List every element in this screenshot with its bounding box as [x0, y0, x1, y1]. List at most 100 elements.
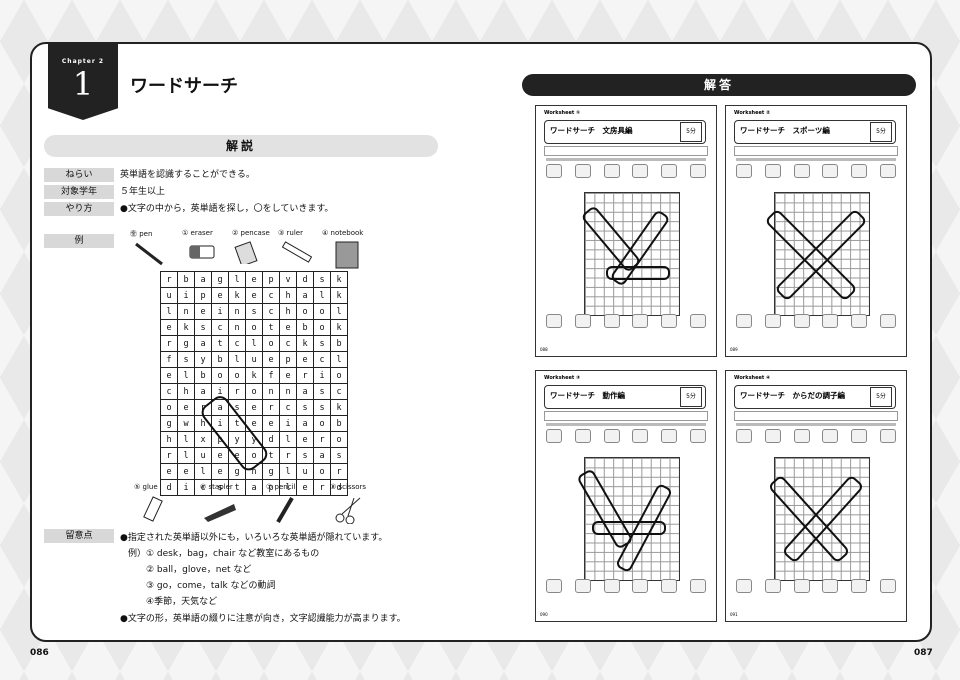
item-eraser: ① eraser: [182, 229, 222, 264]
pencase-icon: [234, 241, 258, 264]
grid-cell: e: [245, 399, 263, 416]
grid-cell: s: [330, 447, 348, 464]
glue-icon: [143, 496, 163, 522]
note-line: ③ go，come，talk などの動詞: [146, 581, 276, 591]
worksheet-minutes: 5分: [680, 387, 702, 407]
page-title: ワードサーチ: [130, 76, 238, 97]
worksheet-instruction: [736, 423, 896, 426]
grid-cell: l: [279, 463, 297, 480]
grid-cell: g: [262, 463, 280, 480]
grid-cell: b: [330, 335, 348, 352]
grid-cell: c: [279, 399, 297, 416]
worksheet-fields: [734, 146, 898, 156]
grid-cell: l: [245, 335, 263, 352]
worksheet-grid: [774, 457, 870, 581]
explain-heading: 解説: [44, 135, 438, 157]
eraser-icon: [189, 245, 215, 259]
grid-cell: u: [245, 351, 263, 368]
grid-cell: g: [211, 271, 229, 288]
grid-cell: v: [279, 271, 297, 288]
grid-cell: a: [245, 479, 263, 496]
note-line: ④季節，天気など: [146, 597, 218, 607]
worksheet-page-number: 090: [540, 612, 548, 617]
grid-cell: o: [330, 367, 348, 384]
stapler-icon: [204, 504, 236, 522]
grid-cell: d: [160, 479, 178, 496]
grid-cell: l: [194, 463, 212, 480]
grid-cell: l: [279, 479, 297, 496]
grid-cell: r: [313, 431, 331, 448]
grid-cell: c: [160, 383, 178, 400]
grid-cell: k: [330, 271, 348, 288]
grid-cell: r: [160, 271, 178, 288]
pen-icon: [135, 242, 163, 266]
grid-cell: e: [160, 463, 178, 480]
chapter-label: Chapter 2: [61, 58, 105, 65]
page-number-right: 087: [914, 648, 933, 658]
grid-cell: n: [262, 383, 280, 400]
grid-cell: h: [160, 431, 178, 448]
grid-cell: k: [245, 367, 263, 384]
grid-cell: p: [279, 351, 297, 368]
worksheet-tag: Worksheet ②: [734, 110, 771, 116]
grid-cell: e: [296, 351, 314, 368]
worksheet-tag: Worksheet ①: [544, 110, 581, 116]
item-mark: ⑥: [200, 483, 207, 491]
grid-cell: r: [228, 383, 246, 400]
grid-cell: f: [160, 351, 178, 368]
grid-cell: a: [194, 383, 212, 400]
grid-cell: n: [228, 303, 246, 320]
worksheet-thumbnail[interactable]: Worksheet ② ワードサーチ スポーツ編 5分 089: [725, 105, 907, 357]
grid-cell: r: [296, 367, 314, 384]
item-mark: ③: [278, 229, 285, 237]
grid-cell: a: [296, 287, 314, 304]
grid-cell: l: [330, 351, 348, 368]
item-pencase: ② pencase: [232, 229, 272, 264]
worksheet-thumbnail[interactable]: Worksheet ④ ワードサーチ からだの調子編 5分 091: [725, 370, 907, 622]
grid-cell: l: [228, 351, 246, 368]
grid-cell: s: [313, 335, 331, 352]
grid-cell: e: [211, 287, 229, 304]
notes-label: 留意点: [44, 529, 114, 543]
answer-heading: 解答: [522, 74, 916, 96]
grid-cell: n: [279, 383, 297, 400]
grid-cell: w: [177, 415, 195, 432]
note-line: ●文字の形，英単語の綴りに注意が向き，文字認識能力が高まります。: [120, 614, 406, 624]
grid-cell: e: [177, 463, 195, 480]
worksheet-icons-top: [736, 164, 896, 180]
grid-cell: k: [330, 399, 348, 416]
worksheet-fields: [544, 146, 708, 156]
worksheet-icons-bottom: [546, 314, 706, 330]
row-text-method: ●文字の中から，英単語を探し，〇をしていきます。: [120, 204, 334, 214]
grid-cell: s: [313, 399, 331, 416]
worksheet-title: ワードサーチ からだの調子編: [740, 391, 845, 400]
chapter-number: 1: [72, 65, 94, 103]
worksheet-fields: [544, 411, 708, 421]
grid-cell: e: [262, 415, 280, 432]
grid-cell: b: [177, 271, 195, 288]
ruler-icon: [281, 241, 313, 263]
chapter-tag: Chapter 2 1: [48, 42, 118, 120]
grid-cell: k: [330, 319, 348, 336]
grid-cell: d: [330, 479, 348, 496]
grid-cell: b: [296, 319, 314, 336]
grid-cell: c: [330, 383, 348, 400]
grid-cell: e: [296, 431, 314, 448]
grid-cell: l: [330, 303, 348, 320]
worksheet-thumbnail[interactable]: Worksheet ① ワードサーチ 文房具編 5分 088: [535, 105, 717, 357]
worksheet-instruction: [736, 158, 896, 161]
grid-cell: b: [194, 367, 212, 384]
worksheet-thumbnail[interactable]: Worksheet ③ ワードサーチ 動作編 5分 090: [535, 370, 717, 622]
item-word: scissors: [338, 483, 367, 491]
grid-cell: i: [211, 303, 229, 320]
grid-cell: o: [313, 415, 331, 432]
